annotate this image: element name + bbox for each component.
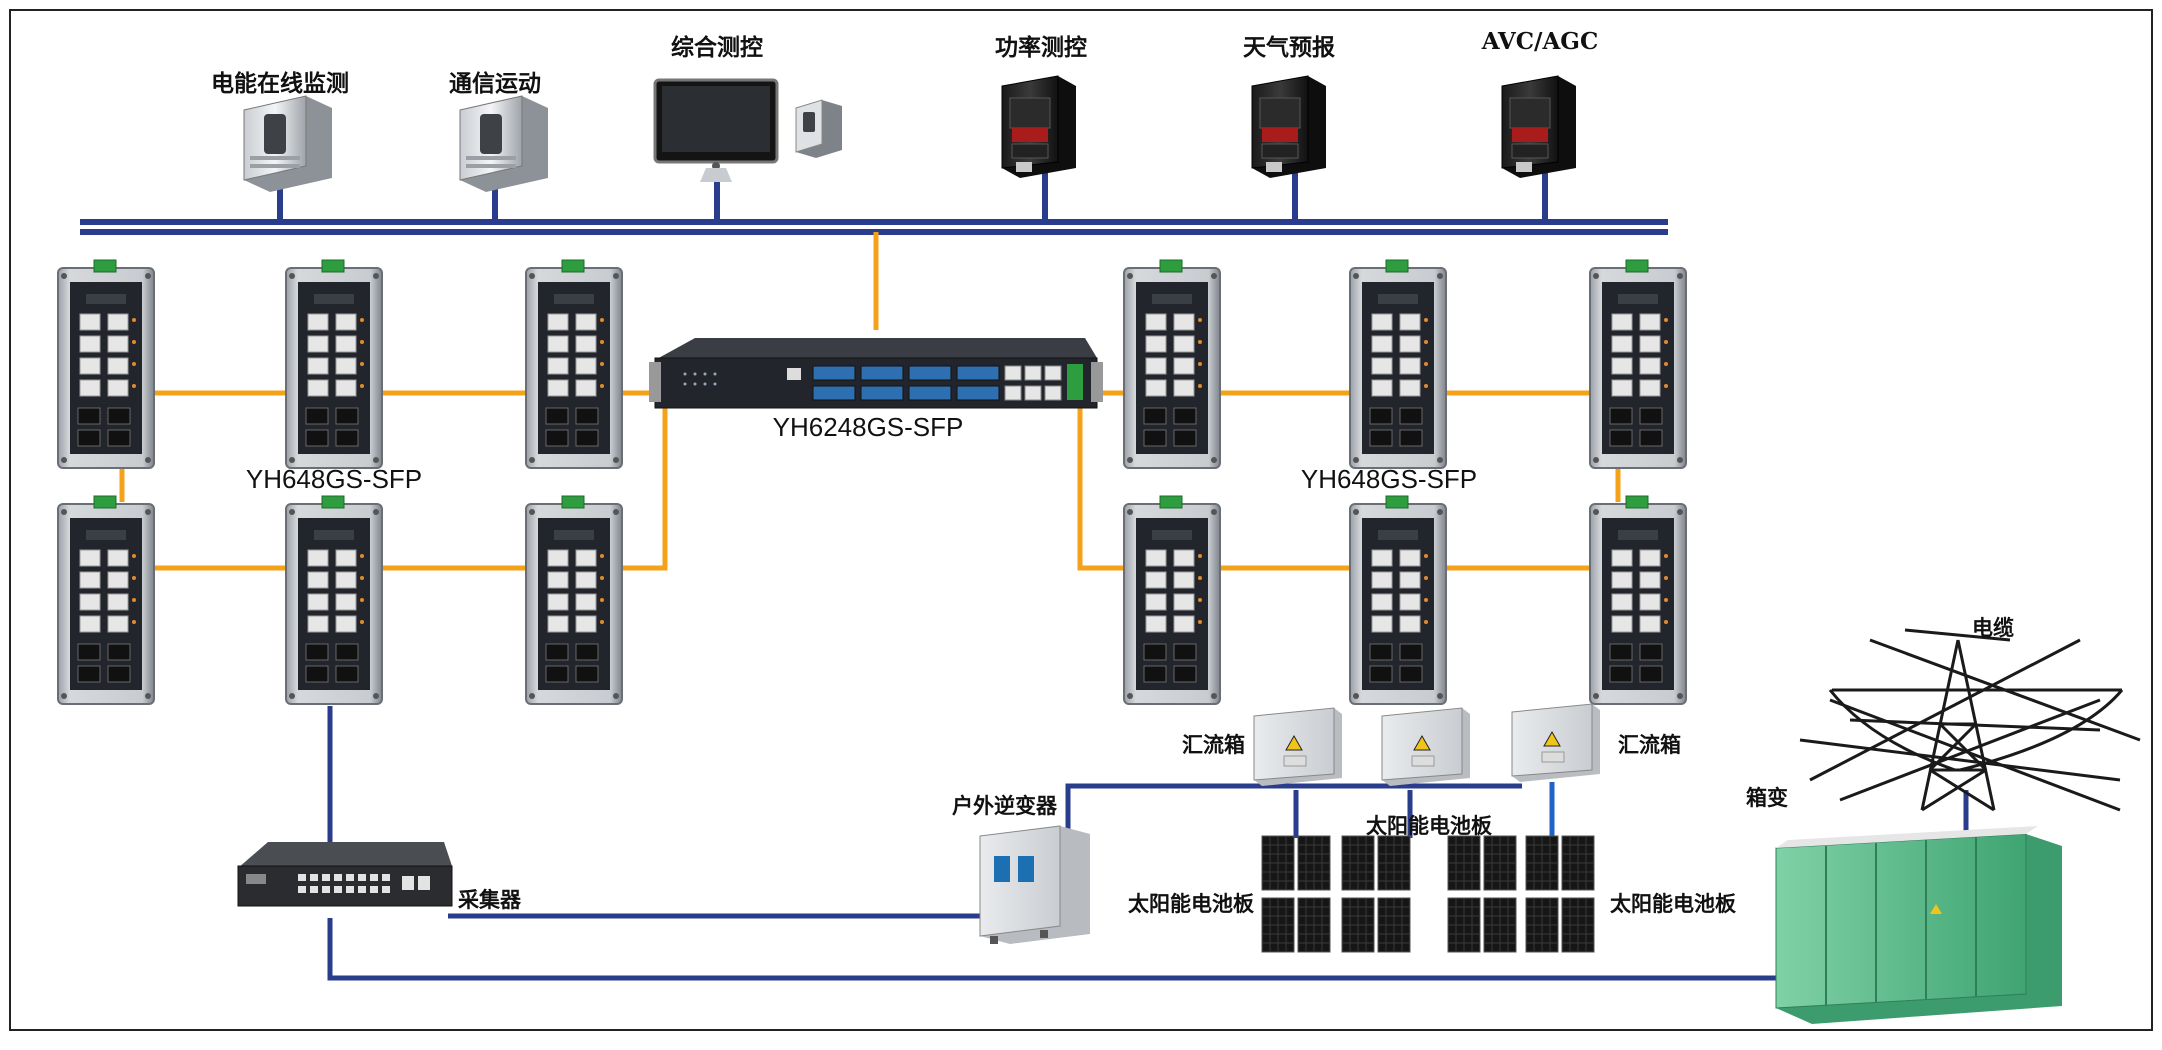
switch-right-3 xyxy=(1589,259,1687,469)
diagram-border xyxy=(9,9,2153,1031)
label-combiner-left: 汇流箱 xyxy=(1182,733,1245,757)
switch-right-2 xyxy=(1349,259,1447,469)
label-collector: 采集器 xyxy=(458,888,521,912)
label-solar-right: 太阳能电池板 xyxy=(1610,892,1736,916)
label-solar-left: 太阳能电池板 xyxy=(1128,892,1254,916)
label-solar-top: 太阳能电池板 xyxy=(1366,814,1492,838)
fiber-links xyxy=(119,390,1621,571)
avc-agc-server xyxy=(1501,75,1577,179)
weather-server xyxy=(1251,75,1327,179)
energy-monitor-server xyxy=(243,95,333,193)
label-box-transformer: 箱变 xyxy=(1746,786,1788,810)
label-integrated: 综合测控 xyxy=(671,34,763,61)
label-comm-motion: 通信运动 xyxy=(449,70,541,97)
combiner-box-1 xyxy=(1253,707,1343,787)
transmission-tower xyxy=(1799,628,2141,812)
switch-left-2 xyxy=(285,259,383,469)
switch-left-4 xyxy=(57,495,155,705)
box-transformer xyxy=(1775,826,2062,1024)
switch-left-1 xyxy=(57,259,155,469)
label-combiner-right: 汇流箱 xyxy=(1618,733,1681,757)
switch-right-5 xyxy=(1349,495,1447,705)
label-power-control: 功率测控 xyxy=(995,34,1087,61)
comm-motion-server xyxy=(459,95,549,193)
switch-right-1 xyxy=(1123,259,1221,469)
label-avc-agc: AVC/AGC xyxy=(1481,28,1599,55)
label-core-switch-model: YH6248GS-SFP xyxy=(772,412,964,442)
integrated-workstation xyxy=(653,78,842,182)
outdoor-inverter xyxy=(979,825,1090,944)
label-energy-monitor: 电能在线监测 xyxy=(211,70,349,97)
solar-array-left xyxy=(1261,835,1411,953)
core-switch xyxy=(649,338,1103,409)
switch-left-3 xyxy=(525,259,623,469)
switch-left-5 xyxy=(285,495,383,705)
switch-right-6 xyxy=(1589,495,1687,705)
switch-right-4 xyxy=(1123,495,1221,705)
combiner-box-3 xyxy=(1511,703,1601,783)
label-left-switch-model: YH648GS-SFP xyxy=(245,464,423,494)
field-links xyxy=(327,706,1969,981)
power-control-server xyxy=(1001,75,1077,179)
solar-array-right xyxy=(1447,835,1595,953)
label-inverter: 户外逆变器 xyxy=(952,794,1057,818)
label-weather: 天气预报 xyxy=(1243,34,1335,61)
label-right-switch-model: YH648GS-SFP xyxy=(1300,464,1478,494)
switch-left-6 xyxy=(525,495,623,705)
collector-switch xyxy=(237,842,453,907)
label-cable: 电缆 xyxy=(1972,616,2014,640)
top-bus xyxy=(80,166,1668,330)
combiner-box-2 xyxy=(1381,707,1471,787)
